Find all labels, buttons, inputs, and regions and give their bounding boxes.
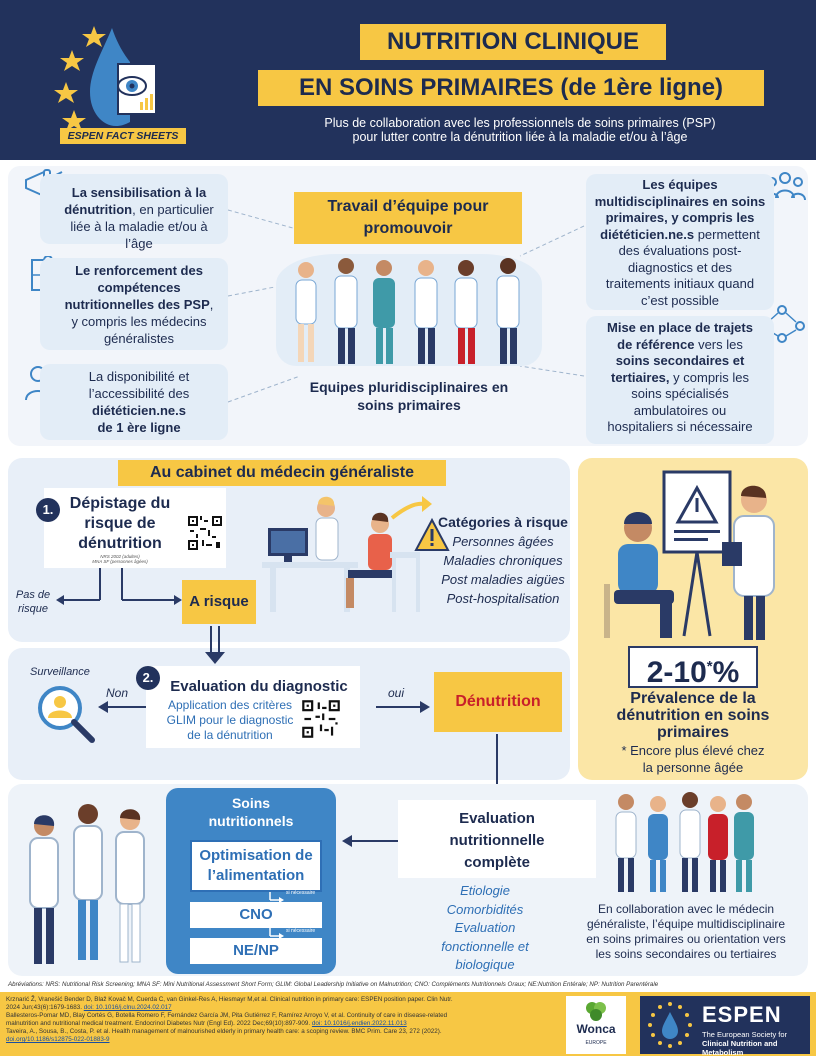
qr-code-glim-icon[interactable]	[300, 698, 342, 740]
ne-np-box: NE/NP	[190, 938, 322, 964]
surveillance-label: Surveillance	[30, 666, 90, 678]
diet-optimization-box: Optimisation de l’alimentation	[190, 840, 322, 892]
screening-tools: NRS 2002 (adultes) MNA SF (personnes âgé…	[92, 554, 148, 564]
step2-badge: 2.	[136, 666, 160, 690]
diagnosis-title: Evaluation du diagnostic	[170, 678, 348, 695]
arrow-left-non	[98, 701, 146, 713]
nutritional-care-title: Soins nutritionnels	[208, 795, 294, 829]
assessment-item: Etiologie	[460, 883, 510, 898]
wonca-logo: Wonca EUROPE	[566, 996, 626, 1054]
espen-stars-drop-icon	[648, 1002, 692, 1048]
risk-category-item: Personnes âgées	[452, 534, 554, 549]
if-needed-label-1: si nécessaire	[286, 890, 316, 896]
reference-link-2[interactable]: doi: 10.1016/j.endien.2022.11.013	[311, 1020, 407, 1027]
if-needed-label-2: si nécessaire	[286, 928, 316, 934]
denutrition-box: Dénutrition	[434, 672, 562, 732]
assessment-item: fonctionnelle et	[441, 938, 529, 954]
multidisciplinary-box: Les équipes multidisciplinaires en soins…	[586, 174, 774, 310]
full-assessment-title: Evaluation nutritionnelle complète	[449, 810, 545, 871]
reference-link-1[interactable]: doi: 10.1016/j.clnu.2024.02.017	[83, 1004, 172, 1011]
prevalence-note: * Encore plus élevé chez la personne âgé…	[621, 743, 765, 775]
prevalence-title: Prévalence de la dénutrition en soins pr…	[616, 690, 770, 741]
qr-code-screening-icon[interactable]	[186, 514, 224, 552]
espen-tagline: The European Society for Clinical Nutrit…	[702, 1030, 788, 1056]
awareness-box: La sensibilisation à la dénutrition, en …	[40, 174, 228, 251]
wonca-leaf-icon	[586, 1002, 606, 1021]
care-step-arrows	[269, 892, 284, 939]
arrow-right-oui	[376, 701, 430, 713]
nutrition-team-illustration	[29, 804, 145, 964]
page-subtitle: Plus de collaboration avec les professio…	[324, 116, 716, 144]
header-banner: ESPEN FACT SHEETS NUTRITION CLINIQUE EN …	[0, 0, 816, 160]
referral-box: Mise en place de trajets de référence ve…	[586, 316, 774, 444]
screening-title: Dépistage du risque de dénutrition	[69, 495, 171, 552]
espen-logo: ESPEN The European Society for Clinical …	[640, 996, 810, 1056]
espen-drop-eye-logo-icon	[54, 26, 157, 131]
assessment-items: Etiologie Comorbidités Evaluation foncti…	[420, 882, 550, 975]
abbreviations-note: Abréviations: NRS: Nutritional Risk Scre…	[8, 981, 659, 988]
connector-lines	[227, 209, 585, 403]
step1-badge: 1.	[36, 498, 60, 522]
full-assessment-box	[398, 800, 596, 878]
risk-category-item: Post maladies aigües	[441, 572, 565, 587]
page-title-line2: EN SOINS PRIMAIRES (de 1ère ligne)	[258, 70, 764, 106]
assessment-item: Comorbidités	[446, 901, 524, 917]
teamwork-title: Travail d’équipe pour promouvoir	[294, 192, 522, 244]
risk-category-item: Maladies chroniques	[443, 553, 563, 568]
non-label: Non	[106, 686, 129, 700]
doctor-patient-illustration	[604, 470, 775, 640]
multidisciplinary-team-illustration	[615, 792, 754, 892]
warning-triangle-icon	[414, 518, 450, 551]
assessment-item: biologique	[455, 957, 515, 972]
risk-category-item: Post-hospitalisation	[446, 591, 560, 606]
gp-consultation-illustration	[262, 496, 432, 612]
page-title-line1: NUTRITION CLINIQUE	[360, 24, 666, 60]
assessment-item: Evaluation	[454, 920, 516, 935]
healthcare-team-icon	[295, 258, 520, 364]
reference-link-3[interactable]: doi.org/10.1186/s12875-022-01883-9	[6, 1036, 110, 1043]
no-risk-label: Pas de risque	[15, 589, 51, 615]
fact-sheet-label: ESPEN FACT SHEETS	[60, 128, 186, 144]
team-caption: Equipes pluridisciplinaires en soins pri…	[309, 379, 509, 413]
magnifier-user-icon	[38, 686, 95, 743]
glim-criteria-text: Application des critères GLIM pour le di…	[166, 698, 294, 742]
cno-box: CNO	[190, 902, 322, 928]
risk-categories-title: Catégories à risque	[438, 514, 568, 530]
screening-flow-arrows	[56, 568, 182, 605]
at-risk-box: A risque	[182, 580, 256, 624]
oui-label: oui	[388, 686, 405, 700]
collaboration-text: En collaboration avec le médecin général…	[586, 902, 786, 961]
risk-categories-list: Personnes âgées Maladies chroniques Post…	[432, 532, 574, 608]
arrow-left-to-care	[342, 835, 398, 847]
double-down-arrow-icon	[205, 626, 225, 664]
prevalence-value-box: 2-10*%	[628, 646, 758, 689]
skills-box: Le renforcement des compétences nutritio…	[40, 258, 228, 350]
gp-title: Au cabinet du médecin généraliste	[118, 460, 446, 486]
availability-box: La disponibilité et l’accessibilité des …	[40, 364, 228, 440]
references: Krznarić Ž, Vranešić Bender D, Blaž Kova…	[6, 996, 453, 1043]
